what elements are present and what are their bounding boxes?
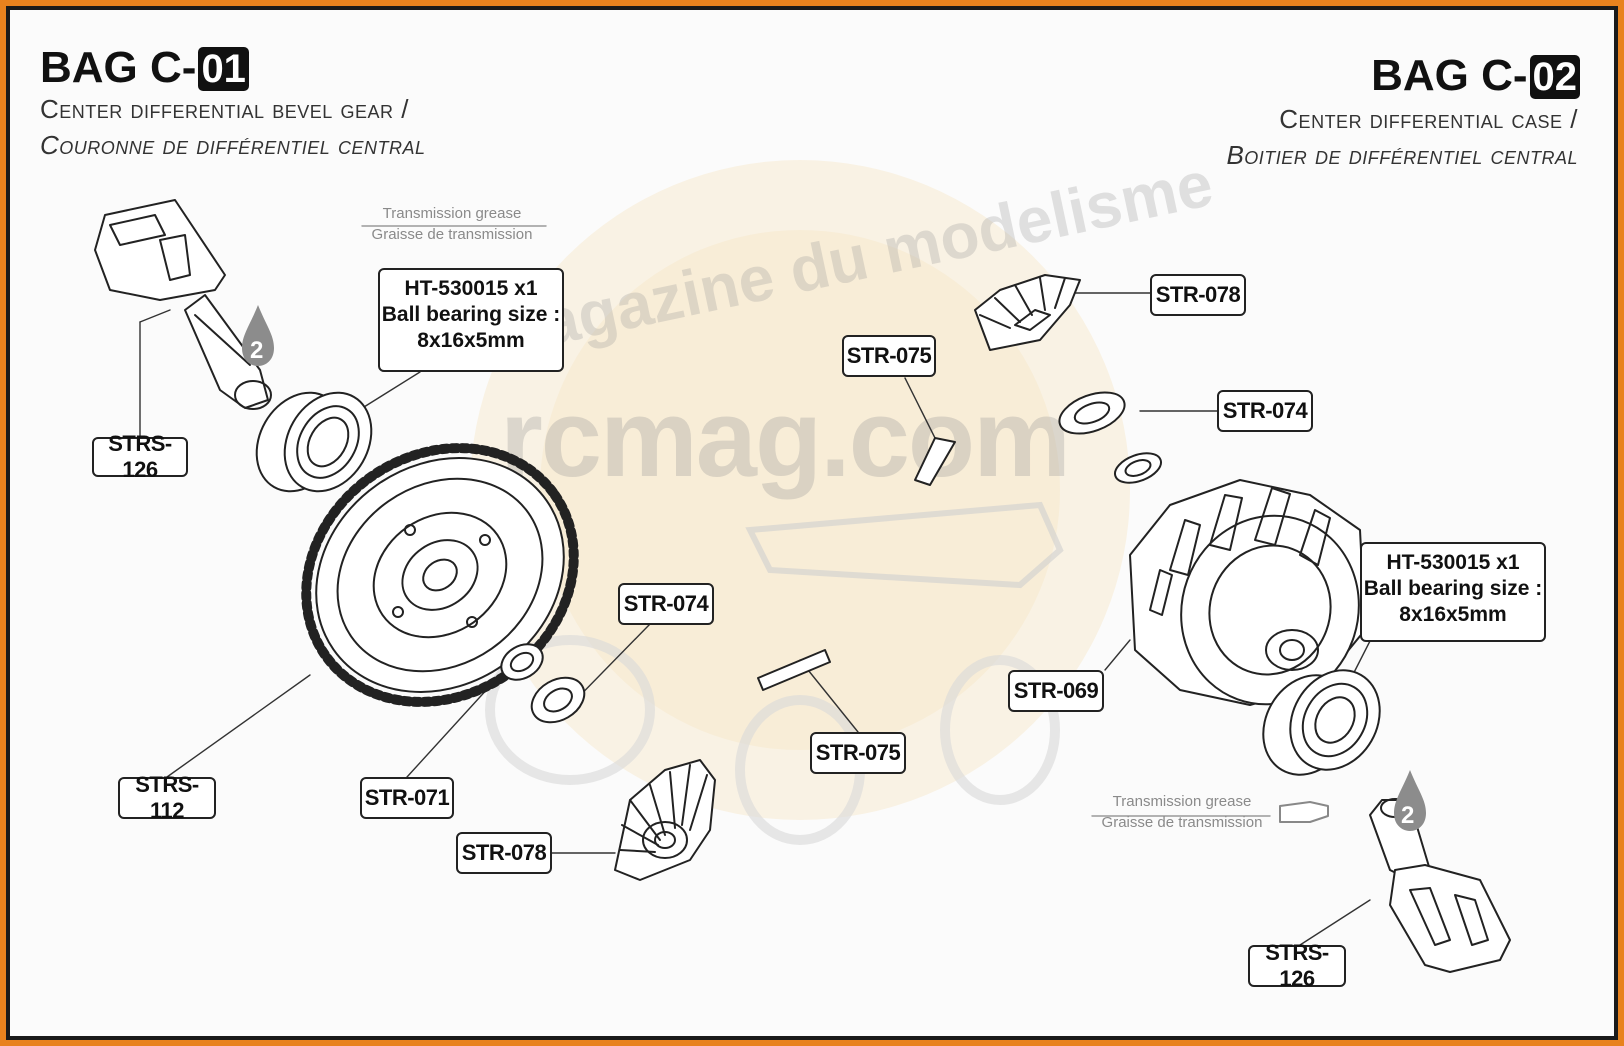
bevel-gear-bottom-part <box>614 759 716 881</box>
differential-case-part <box>1129 479 1366 706</box>
ball-bearing-bottom-part <box>1262 669 1381 776</box>
part-label-str078-bottom: STR-078 <box>456 832 552 874</box>
part-label-str074-mid: STR-074 <box>618 583 714 625</box>
part-label-strs126-top: STRS-126 <box>92 431 188 482</box>
watermark-text-main: rcmag.com <box>500 377 1071 500</box>
spur-gear-part <box>301 443 579 707</box>
bevel-gear-top-part <box>974 274 1081 351</box>
cross-pin-bottom-part <box>757 649 831 691</box>
grease-drop-top-number: 2 <box>250 337 263 364</box>
grease-note-bottom-fr: Graisse de transmission <box>1101 814 1263 831</box>
right-bag-number: 02 <box>1529 55 1580 99</box>
part-label-strs126-bottom: STRS-126 <box>1248 940 1346 991</box>
grease-note-bottom-en: Transmission grease <box>1112 793 1252 810</box>
left-bag-number: 01 <box>198 47 249 91</box>
grease-note-top: Transmission grease Graisse de transmiss… <box>354 203 550 245</box>
part-label-str069: STR-069 <box>1008 670 1104 712</box>
bearing-top-part-number: HT-530015 x1 <box>404 277 538 300</box>
grease-drop-bottom-number: 2 <box>1401 802 1414 829</box>
right-bag-title: BAG C-02 <box>1371 54 1580 99</box>
bearing-callout-bottom: HT-530015 x1 Ball bearing size : 8x16x5m… <box>1360 542 1546 642</box>
part-label-str074-top: STR-074 <box>1217 390 1313 432</box>
part-label-str071: STR-071 <box>360 777 454 819</box>
grease-note-top-en: Transmission grease <box>382 205 522 222</box>
pointing-hand-icon <box>1279 801 1329 823</box>
bearing-top-size-label: Ball bearing size : <box>381 303 561 326</box>
cross-pin-top-part <box>914 437 956 486</box>
left-bag-title: BAG C-01 <box>40 46 249 91</box>
left-bag-title-text: BAG C- <box>40 43 197 92</box>
grease-note-top-fr: Graisse de transmission <box>371 226 533 243</box>
left-subtitle-fr: Couronne de différentiel central <box>40 130 426 160</box>
bearing-bottom-size-label: Ball bearing size : <box>1363 577 1543 600</box>
ball-bearing-top-part <box>255 391 373 493</box>
shim-washer-part <box>500 643 544 681</box>
part-label-str075-top: STR-075 <box>842 335 936 377</box>
outdrive-cup-bottom-part <box>1369 798 1511 973</box>
part-label-str075-bottom: STR-075 <box>810 732 906 774</box>
right-subtitle-en: Center differential case / <box>1279 104 1578 134</box>
grease-note-bottom: Transmission grease Graisse de transmiss… <box>1088 791 1276 833</box>
bearing-callout-top: HT-530015 x1 Ball bearing size : 8x16x5m… <box>378 268 564 372</box>
part-label-str078-top: STR-078 <box>1150 274 1246 316</box>
washer-mid-part <box>530 676 586 724</box>
exploded-view-drawing: 2 <box>94 199 1511 973</box>
left-subtitle-en: Center differential bevel gear / <box>40 94 409 124</box>
part-label-strs112: STRS-112 <box>118 772 216 823</box>
bearing-bottom-part-number: HT-530015 x1 <box>1386 551 1520 574</box>
right-bag-title-text: BAG C- <box>1371 51 1528 100</box>
manual-page: magazine du modelisme rcmag.com <box>10 10 1614 1036</box>
bearing-bottom-size-value: 8x16x5mm <box>1399 603 1507 626</box>
right-subtitle-fr: Boitier de différentiel central <box>1226 140 1578 170</box>
washer-top-part <box>1058 391 1126 435</box>
outdrive-cup-top-part <box>94 199 272 410</box>
bearing-top-size-value: 8x16x5mm <box>417 329 525 352</box>
